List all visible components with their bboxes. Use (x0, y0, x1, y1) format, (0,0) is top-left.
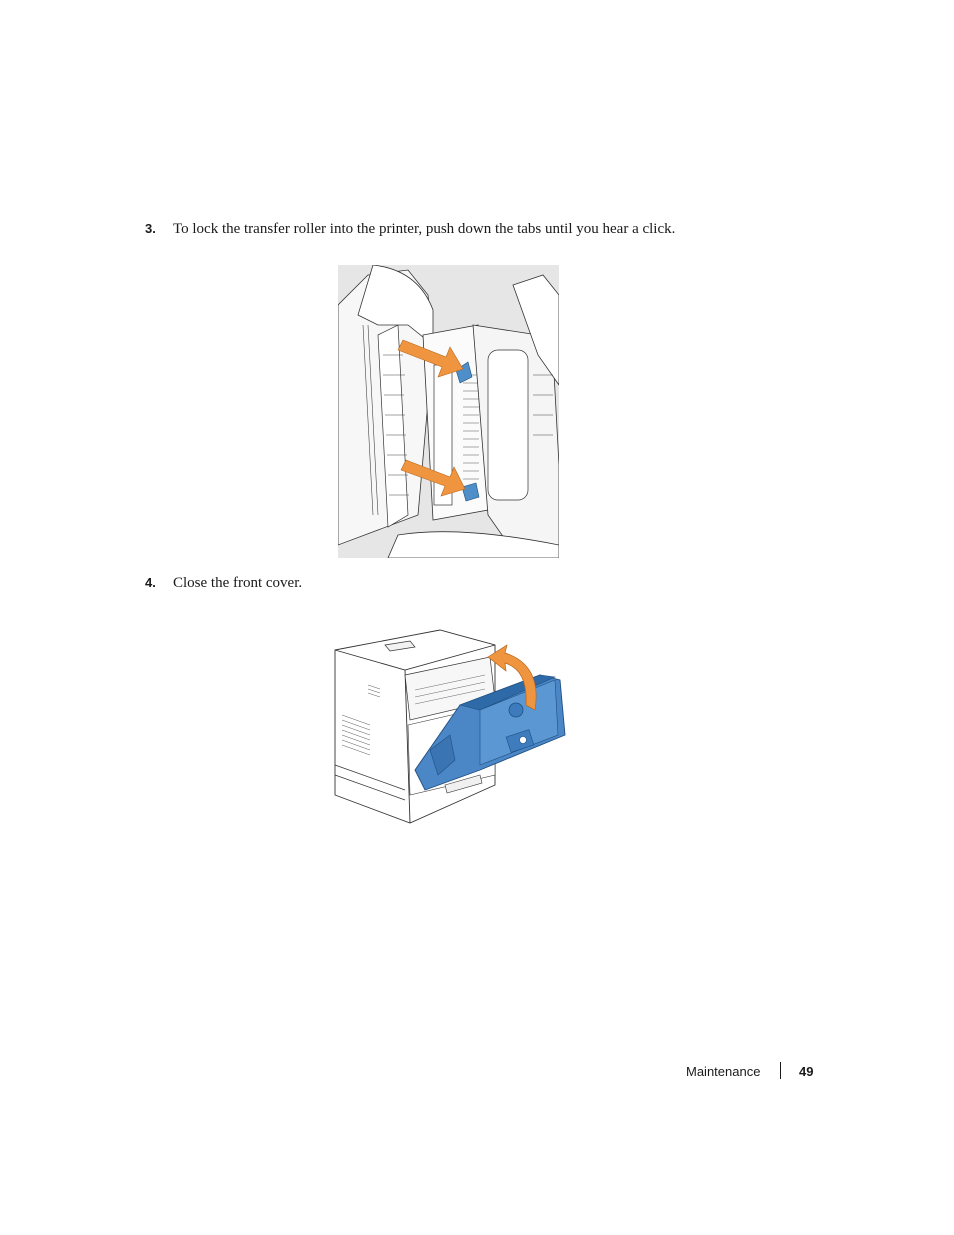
step-text: Close the front cover. (173, 575, 303, 591)
page-number: 49 (799, 1064, 814, 1079)
step-number: 3. (145, 221, 156, 236)
footer-section-title: Maintenance (686, 1064, 761, 1079)
step-number: 4. (145, 575, 156, 590)
transfer-roller-tabs-illustration (338, 265, 559, 558)
footer-divider (780, 1062, 781, 1079)
printer-front-cover-illustration (334, 629, 566, 824)
step-text: To lock the transfer roller into the pri… (173, 221, 676, 237)
